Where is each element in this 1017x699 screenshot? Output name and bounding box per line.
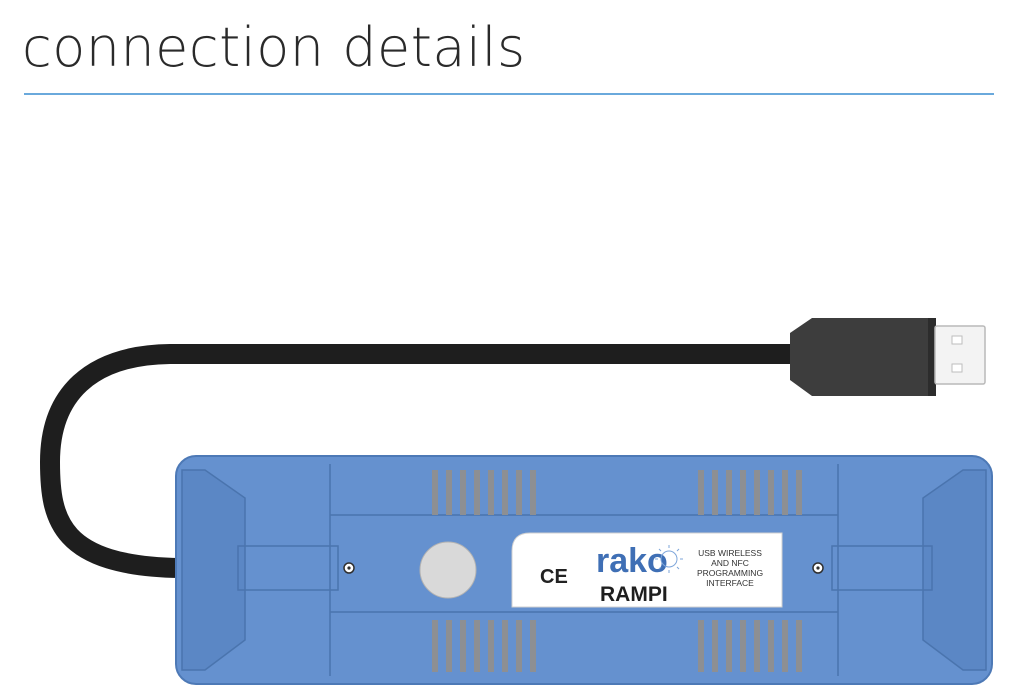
product-description: USB WIRELESS AND NFC PROGRAMMING INTERFA… [697,548,763,588]
vent-slots-top-left [432,470,536,515]
title-divider [24,93,994,95]
round-button-icon [419,541,477,599]
description-line-2: AND NFC [711,558,749,568]
screw-right-icon [812,562,824,574]
usb-plug-icon [790,318,986,396]
screw-left-icon [343,562,355,574]
brand-name: rako [596,542,668,580]
vent-slots-top-right [698,470,802,515]
usb-cable [39,344,810,578]
description-line-4: INTERFACE [706,578,754,588]
description-line-3: PROGRAMMING [697,568,763,578]
product-label [511,532,783,608]
vent-slots-bottom-right [698,620,802,672]
vent-slots-bottom-left [432,620,536,672]
device-body: CE rako RAMPI USB WIRELESS AND NFC PROGR… [175,455,993,685]
ce-mark: CE [540,566,568,588]
page-title: connection details [22,16,526,79]
rako-sunburst-icon [655,545,683,573]
model-name: RAMPI [600,583,668,606]
description-line-1: USB WIRELESS [698,548,762,558]
